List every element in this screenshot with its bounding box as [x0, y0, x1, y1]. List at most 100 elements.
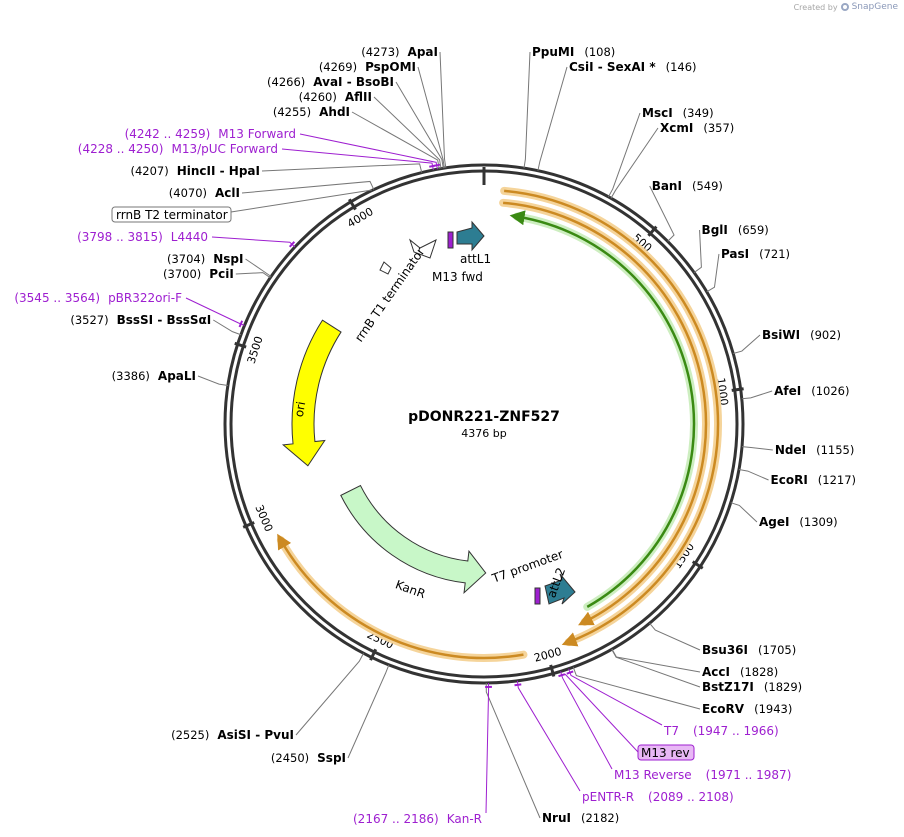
enzyme-position: (1829): [764, 680, 802, 694]
m13-rev-label: M13 rev: [641, 746, 690, 760]
primer-name: T7: [663, 724, 679, 738]
enzyme-site-left: BssSI - BssSαI(3527): [70, 313, 211, 327]
ori-label: ori: [292, 400, 308, 418]
enzyme-site-left: AclI(4070): [169, 186, 240, 200]
rrnb-t1-label: rrnB T1 terminator: [352, 245, 428, 345]
arc-line: [502, 201, 708, 626]
enzyme-leader: [373, 96, 442, 169]
enzyme-position: (4255): [273, 105, 311, 119]
attl1-feature: [456, 220, 485, 252]
enzyme-name: NdeI: [775, 443, 806, 457]
enzyme-leader: [693, 229, 702, 273]
tick-mark: [369, 648, 378, 661]
enzyme-name: ApaLI: [158, 369, 196, 383]
enzyme-leader: [733, 334, 761, 354]
enzyme-leader: [241, 180, 375, 194]
enzyme-position: (1217): [818, 473, 856, 487]
enzyme-name: ApaI: [408, 45, 438, 59]
enzyme-leader: [738, 469, 769, 481]
enzyme-site-right: EcoRI (1217): [771, 473, 857, 487]
primer-range: (3798 .. 3815): [77, 230, 163, 244]
enzyme-name: Bsu36I: [702, 643, 748, 657]
rrnb-t1-arrow-small: [379, 261, 392, 275]
enzyme-site-right: BanI(549): [652, 179, 723, 193]
enzyme-leader: [741, 446, 773, 451]
enzyme-position: (4260): [299, 90, 337, 104]
enzyme-name: PasI: [721, 247, 749, 261]
snapgene-watermark: Created by SnapGene: [794, 2, 898, 12]
enzyme-site-right: BglI(659): [702, 223, 769, 237]
enzyme-position: (3704): [167, 252, 205, 266]
enzyme-position: (3700): [163, 267, 201, 281]
tick-mark: [731, 387, 744, 392]
enzyme-site-left: SspI(2450): [271, 751, 346, 765]
m13-rev-leader: [564, 673, 639, 753]
primer-site-right: Kan-R(2167 .. 2186): [353, 812, 482, 826]
enzyme-position: (4207): [130, 164, 168, 178]
enzyme-name: AgeI: [759, 515, 789, 529]
enzyme-site-left: AhdI(4255): [273, 105, 350, 119]
enzyme-position: (4266): [267, 75, 305, 89]
enzyme-leader: [610, 127, 659, 199]
enzyme-leader: [213, 319, 242, 336]
rrnb-t2-label: rrnB T2 terminator: [116, 208, 228, 222]
enzyme-position: (659): [738, 223, 769, 237]
primer-leader: [185, 297, 245, 326]
enzyme-name: AsiSI - PvuI: [217, 728, 294, 742]
enzyme-name: MscI: [642, 106, 673, 120]
rrnb-t2-box: [111, 206, 232, 223]
enzyme-name: AfeI: [774, 384, 801, 398]
snapgene-logo-icon: [840, 3, 849, 11]
enzyme-leader: [245, 258, 272, 277]
plasmid-name: pDONR221-ZNF527: [408, 409, 560, 425]
enzyme-site-right: NruI (2182): [542, 811, 619, 825]
backbone-outer-ring: [223, 163, 745, 685]
tick-mark: [348, 198, 357, 211]
enzyme-position: (2182): [581, 811, 619, 825]
enzyme-name: PspOMI: [365, 60, 416, 74]
enzyme-leader: [607, 112, 641, 198]
enzyme-name: BsiWI: [762, 328, 800, 342]
enzyme-position: (902): [810, 328, 841, 342]
enzyme-name: CsiI - SexAI *: [569, 60, 656, 74]
primer-range: (1971 .. 1987): [706, 768, 792, 782]
attl2-feature: [544, 573, 576, 605]
enzyme-site-right: AccI(1828): [702, 665, 778, 679]
primer-range: (1947 .. 1966): [693, 724, 779, 738]
tick-mark: [234, 341, 247, 349]
enzyme-leader: [611, 649, 701, 688]
enzyme-name: EcoRI: [771, 473, 808, 487]
enzyme-name: PciI: [209, 267, 234, 281]
enzyme-site-right: BsiWI (902): [762, 328, 841, 342]
primer-name: M13 Reverse: [614, 768, 692, 782]
primer-site-left: M13/pUC Forward(4228 .. 4250): [78, 142, 278, 156]
primer-name: L4440: [171, 230, 208, 244]
enzyme-leader: [537, 66, 568, 171]
enzyme-position: (1309): [799, 515, 837, 529]
enzyme-leader: [523, 51, 531, 169]
enzyme-leader: [439, 51, 447, 168]
enzyme-site-left: AflII (4260): [299, 90, 372, 104]
arc-line: [509, 210, 696, 608]
enzyme-name: AflII: [345, 90, 372, 104]
enzyme-position: (357): [703, 121, 734, 135]
primer-site-right: pENTR-R(2089 .. 2108): [582, 790, 734, 804]
enzyme-name: NruI: [542, 811, 571, 825]
enzyme-position: (3527): [70, 313, 108, 327]
enzyme-position: (721): [759, 247, 790, 261]
enzyme-name: EcoRV: [702, 702, 745, 716]
primer-site-mark: [238, 320, 244, 328]
enzyme-position: (4269): [319, 60, 357, 74]
enzyme-position: (549): [692, 179, 723, 193]
attl1-label: attL1: [460, 252, 491, 266]
enzyme-leader: [395, 81, 444, 169]
enzyme-leader: [417, 66, 445, 169]
enzyme-position: (1828): [740, 665, 778, 679]
enzyme-site-right: MscI(349): [642, 106, 714, 120]
primer-leader: [485, 682, 490, 814]
enzyme-site-right: AgeI (1309): [759, 515, 838, 529]
primer-site-left: L4440 (3798 .. 3815): [77, 230, 208, 244]
primer-site-mark: [288, 241, 296, 248]
primer-name: pENTR-R: [582, 790, 634, 804]
enzyme-name: XcmI: [660, 121, 693, 135]
